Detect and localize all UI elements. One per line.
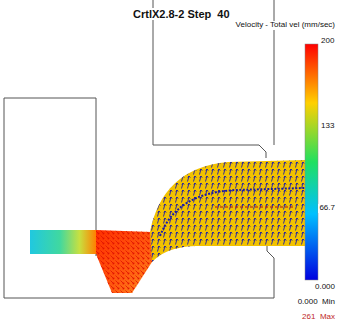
colorbar-tick: 133 [320, 122, 335, 131]
plot-title: CrtlX2.8-2 Step 40 [132, 8, 231, 20]
min-value: 0.000 Min [297, 298, 336, 307]
colorbar-tick: 0.000 [314, 283, 336, 292]
max-value: 261 Max [301, 313, 336, 322]
colorbar-tick: 200 [320, 37, 335, 46]
colorbar-tick: 66.7 [318, 204, 336, 213]
colorbar-title: Velocity - Total vel (mm/sec) [235, 21, 336, 30]
